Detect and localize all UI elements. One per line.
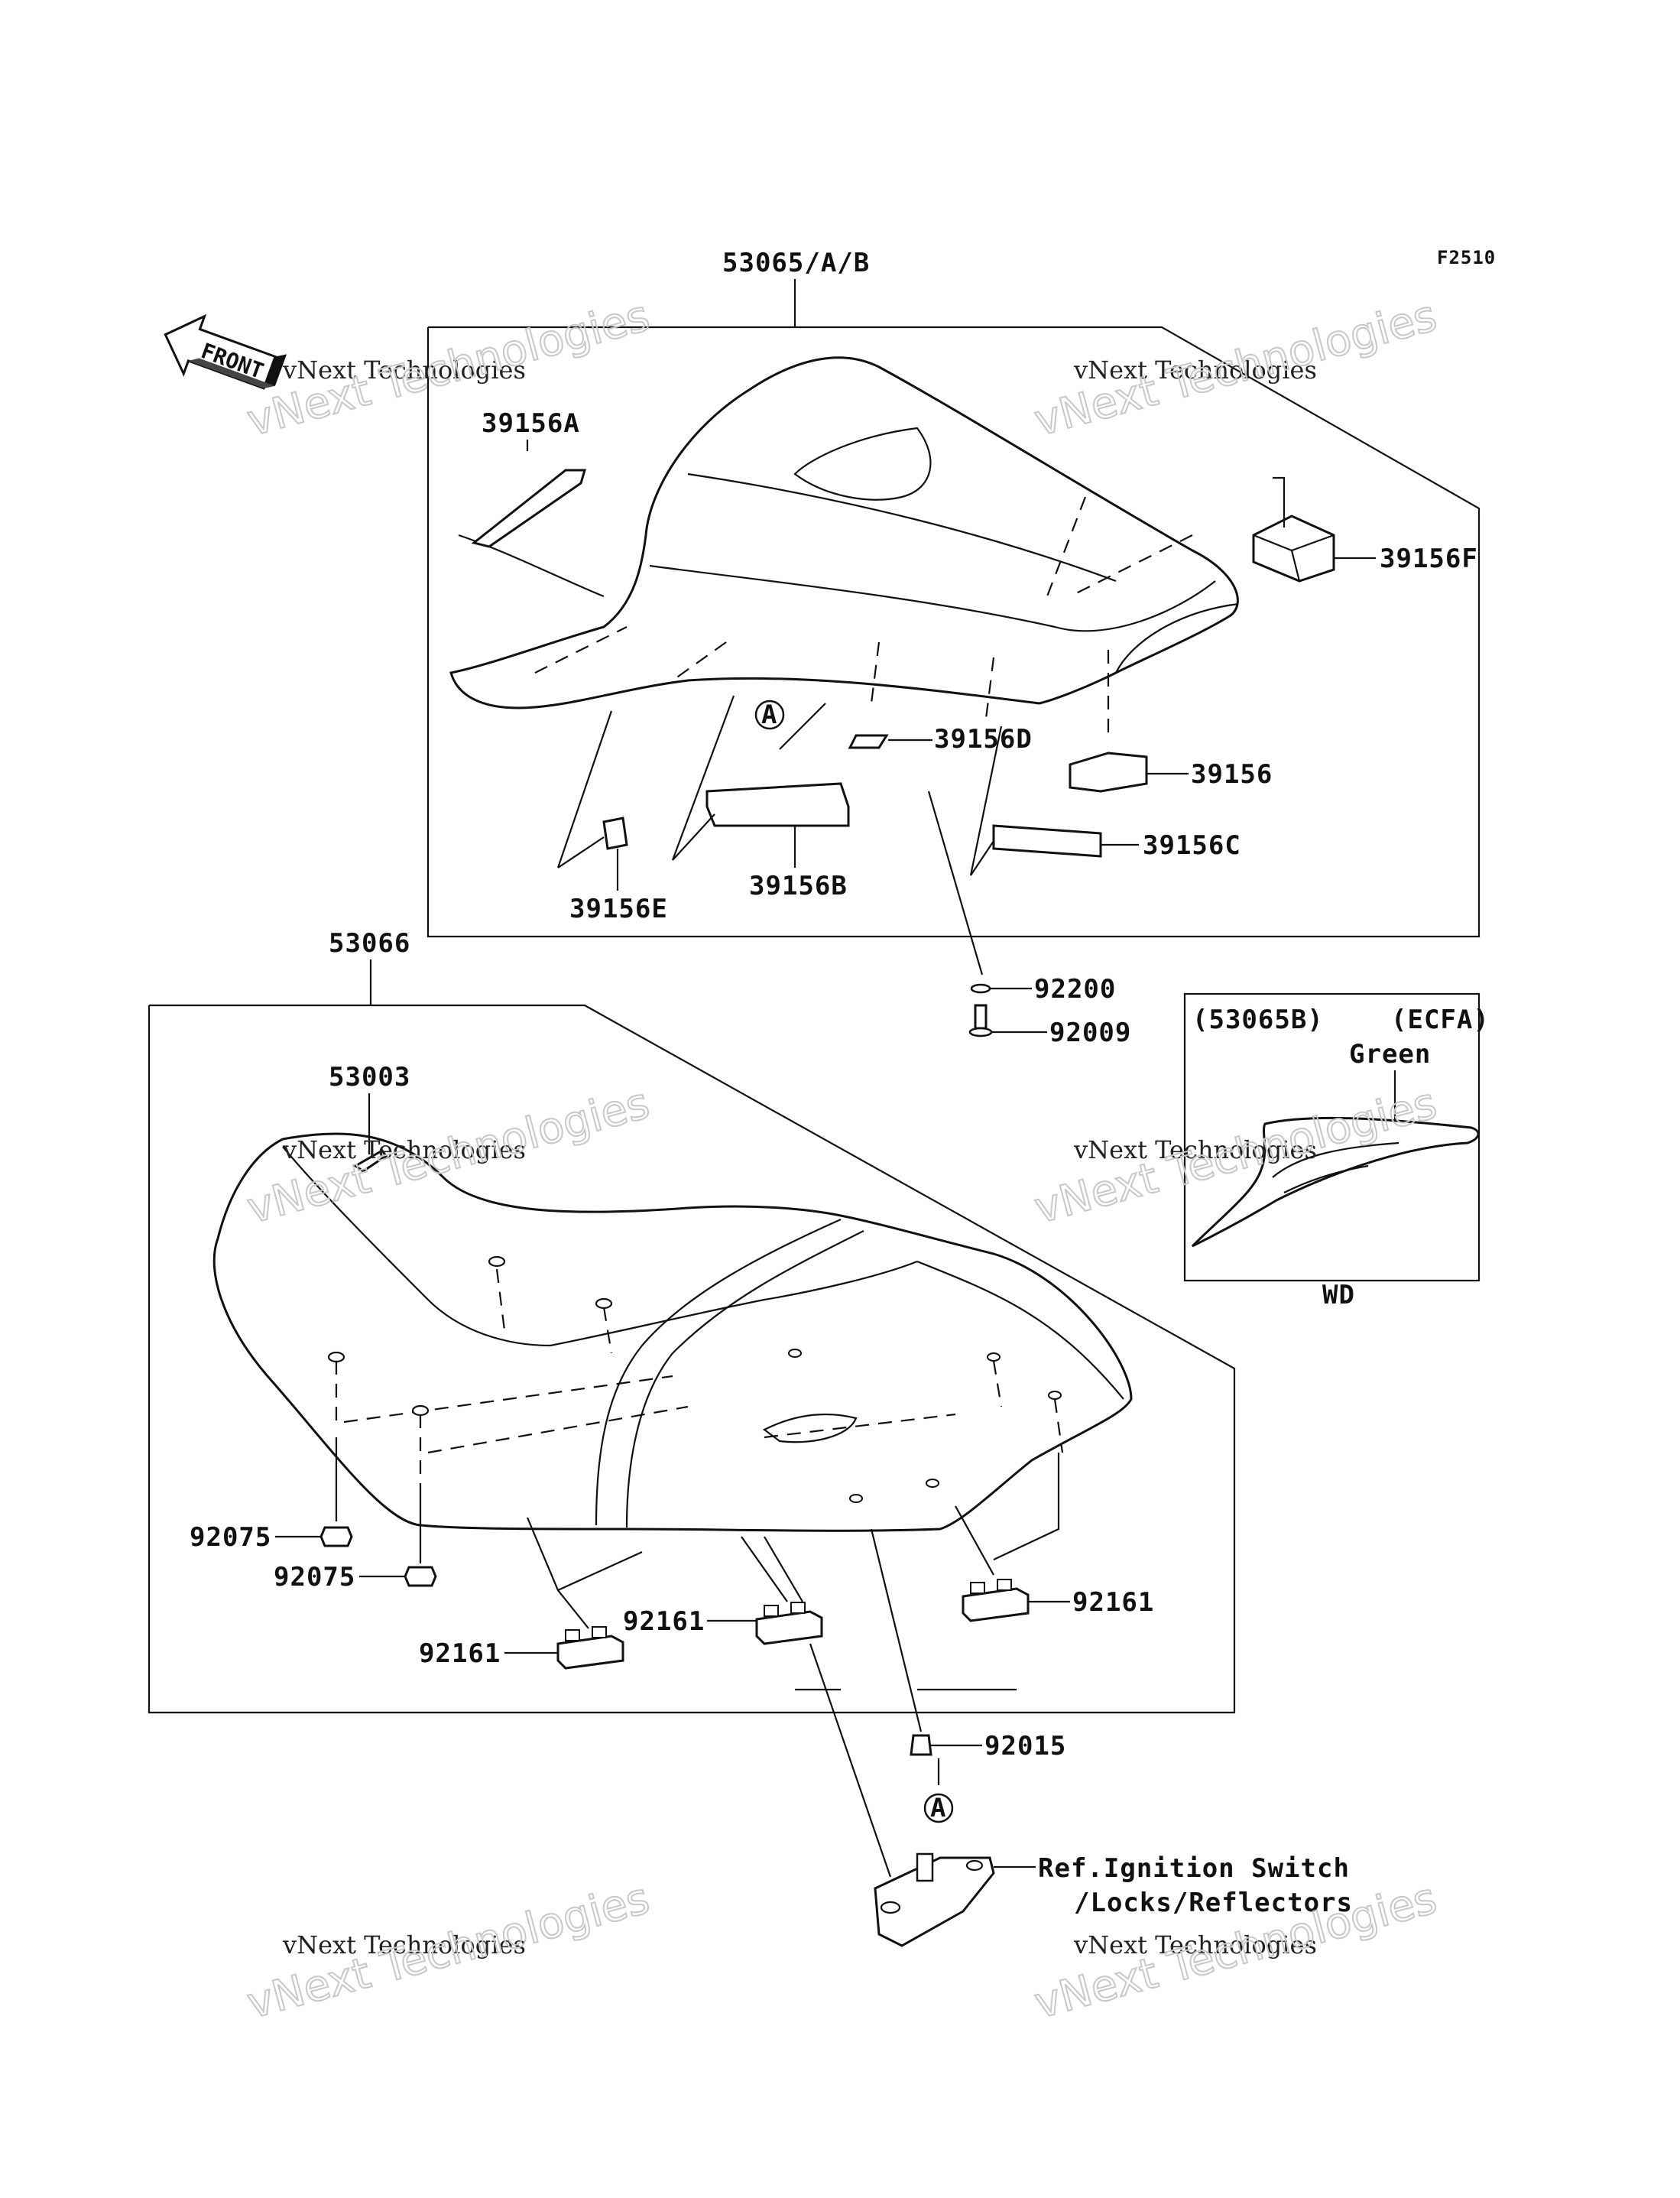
pad-39156c: [992, 824, 1102, 858]
label-39156b: 39156B: [749, 871, 848, 901]
rubber-92161-c: [962, 1587, 1030, 1622]
ignition-reference: 92015 A Ref.Ignition Switch /Locks/Refle…: [795, 1528, 1353, 1947]
watermark-bottom-left: vNext Technologies vNext Technologies: [242, 1873, 656, 2030]
group-box-53066: [148, 1004, 1236, 1714]
label-39156c: 39156C: [1143, 830, 1241, 861]
ref-line-1: Ref.Ignition Switch: [1038, 1853, 1350, 1884]
reference-circle-a-top: [754, 700, 785, 730]
figure-code: F2510: [1437, 247, 1496, 268]
pad-39156b: [705, 782, 850, 827]
label-92161-b: 92161: [623, 1606, 705, 1637]
group-box-53065: [426, 326, 1481, 938]
ref-a-bottom-label: A: [930, 1793, 946, 1823]
pad-39156e: [602, 817, 628, 850]
label-92161-a: 92161: [419, 1638, 501, 1669]
fasteners-92200-92009: 92200 92009: [927, 791, 1131, 1048]
ref-a-top-label: A: [761, 700, 777, 730]
rubber-92161-b: [755, 1610, 823, 1645]
label-92075-b: 92075: [274, 1562, 355, 1592]
pad-39156d: [848, 734, 889, 749]
label-39156f: 39156F: [1380, 544, 1478, 574]
front-arrow-icon: FRONT: [164, 313, 287, 390]
label-39156: 39156: [1191, 759, 1273, 790]
screw-92009: [974, 1004, 988, 1030]
seat-cover-assembly: 53065/A/B 39156A 39156F 39156: [426, 248, 1481, 938]
label-92075-a: 92075: [190, 1522, 271, 1553]
seat-assembly: 53066 53003: [148, 928, 1236, 1714]
label-39156a: 39156A: [482, 408, 580, 439]
nut-92075-b: [404, 1566, 437, 1587]
svg-text:vNext Technologies: vNext Technologies: [1073, 1135, 1317, 1164]
label-53066: 53066: [329, 928, 410, 959]
inset-53065b: (53065B) (ECFA) Green WD: [1183, 992, 1490, 1310]
inset-model: (53065B): [1192, 1005, 1324, 1035]
green-seat-cover: [1191, 1116, 1480, 1248]
washer-92200: [970, 983, 991, 994]
pad-39156f: [1252, 515, 1335, 583]
label-39156e: 39156E: [569, 894, 668, 924]
rubber-92161-a: [556, 1635, 624, 1670]
seat-cowl: [449, 356, 1239, 709]
svg-text:vNext Technologies: vNext Technologies: [282, 1930, 526, 1959]
nut-92075-a: [319, 1526, 353, 1547]
pad-39156: [1069, 752, 1148, 793]
svg-text:vNext Technologies: vNext Technologies: [1073, 356, 1317, 385]
watermark-top-left: vNext Technologies vNext Technologies: [242, 291, 656, 447]
inset-box: [1183, 992, 1481, 1282]
watermark-top-right: vNext Technologies vNext Technologies: [1029, 291, 1443, 447]
reference-circle-a-bottom: [923, 1793, 954, 1823]
clip-53003: [353, 1149, 388, 1173]
label-53065: 53065/A/B: [722, 248, 870, 278]
ignition-switch-bracket: [874, 1856, 995, 1947]
svg-text:vNext Technologies: vNext Technologies: [282, 1135, 526, 1164]
svg-text:vNext Technologies: vNext Technologies: [1073, 1930, 1317, 1959]
label-39156d: 39156D: [934, 724, 1033, 755]
ref-line-2: /Locks/Reflectors: [1074, 1888, 1353, 1918]
bolt-92015: [910, 1734, 932, 1756]
label-53003: 53003: [329, 1062, 410, 1093]
label-92200: 92200: [1034, 974, 1116, 1005]
inset-caption: WD: [1322, 1280, 1355, 1310]
pad-39156a: [471, 469, 587, 548]
label-92161-c: 92161: [1072, 1587, 1154, 1618]
inset-market: (ECFA): [1391, 1005, 1490, 1035]
inset-color: Green: [1349, 1039, 1431, 1070]
seat-body: [212, 1132, 1133, 1532]
svg-text:vNext Technologies: vNext Technologies: [282, 356, 526, 385]
label-92009: 92009: [1049, 1018, 1131, 1048]
label-92015: 92015: [984, 1731, 1066, 1761]
